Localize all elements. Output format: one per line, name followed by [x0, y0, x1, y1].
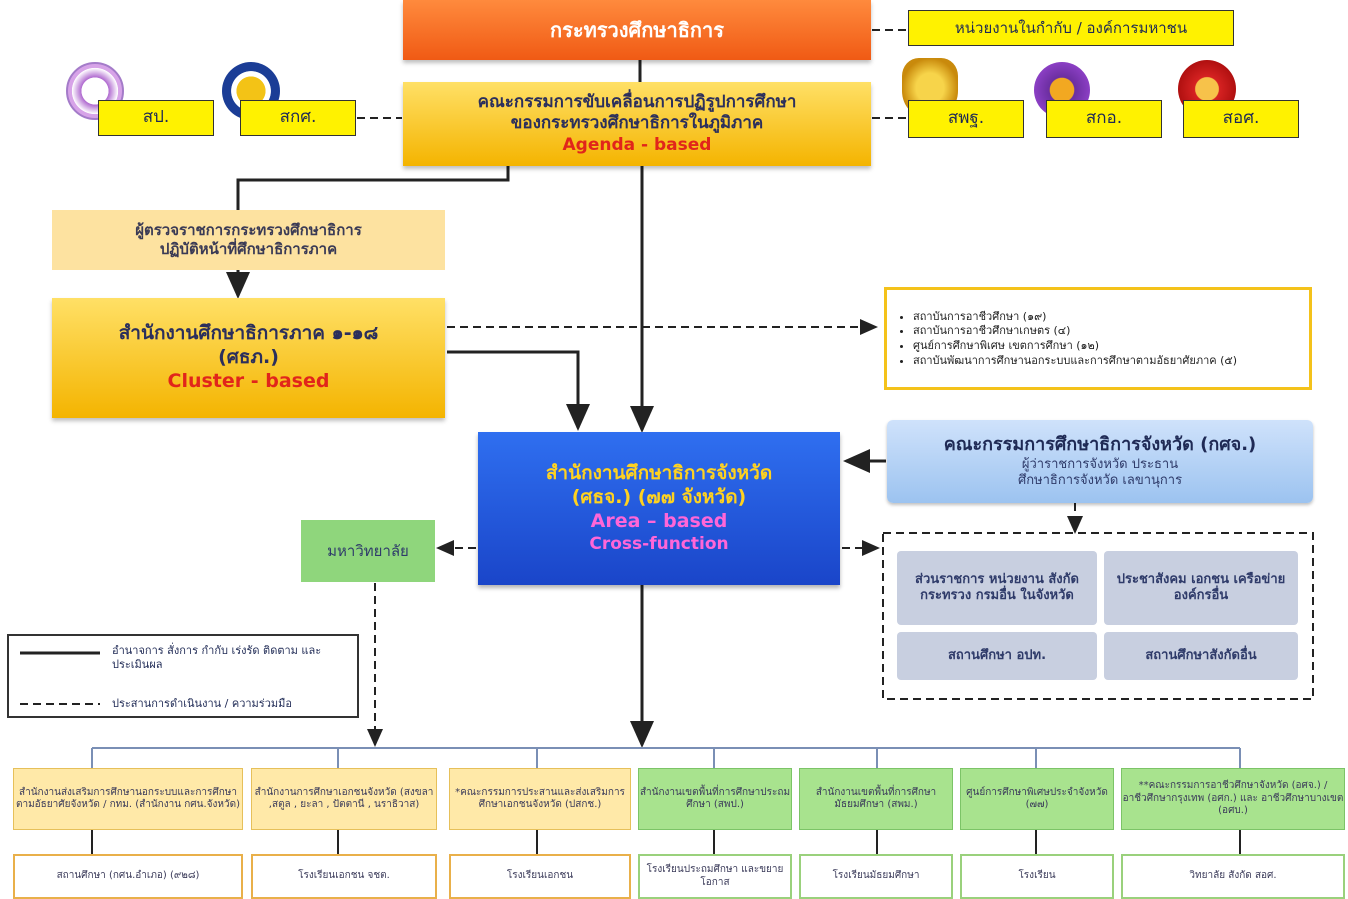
committee-box: คณะกรรมการขับเคลื่อนการปฏิรูปการศึกษา ขอ…	[403, 82, 871, 166]
institutes-box: สถาบันการอาชีวศึกษา (๑๙) สถาบันการอาชีวศ…	[884, 287, 1312, 390]
school-box: วิทยาลัย สังกัด สอศ.	[1121, 854, 1345, 899]
unit-box-special-ed: ศูนย์การศึกษาพิเศษประจำจังหวัด (๗๗)	[960, 768, 1114, 830]
committee-line1: คณะกรรมการขับเคลื่อนการปฏิรูปการศึกษา	[477, 92, 797, 113]
school-box: โรงเรียนมัธยมศึกษา	[799, 854, 953, 899]
school-box: โรงเรียน	[960, 854, 1114, 899]
unit-box-secondary: สำนักงานเขตพื้นที่การศึกษามัธยมศึกษา (สพ…	[799, 768, 953, 830]
university-box: มหาวิทยาลัย	[301, 520, 435, 582]
partner-box: ประชาสังคม เอกชน เครือข่าย องค์กรอื่น	[1104, 551, 1298, 625]
legend-dashed-label: ประสานการดำเนินงาน / ความร่วมมือ	[112, 697, 292, 711]
inspector-box: ผู้ตรวจราชการกระทรวงศึกษาธิการ ปฏิบัติหน…	[52, 210, 445, 270]
ministry-label: กระทรวงศึกษาธิการ	[549, 17, 725, 42]
right-tag-ohec: สกอ.	[1046, 100, 1162, 138]
provincial-office-box: สำนักงานศึกษาธิการจังหวัด (ศธจ.) (๗๗ จัง…	[478, 432, 840, 585]
committee-line2: ของกระทรวงศึกษาธิการในภูมิภาค	[510, 113, 764, 134]
partner-box: ส่วนราชการ หน่วยงาน สังกัดกระทรวง กรมอื่…	[897, 551, 1097, 625]
right-tag-obec: สพฐ.	[908, 100, 1024, 138]
unit-box-primary: สำนักงานเขตพื้นที่การศึกษาประถมศึกษา (สพ…	[638, 768, 792, 830]
left-tag-ops: สป.	[98, 100, 214, 136]
school-box: สถานศึกษา (กศน.อำเภอ) (๙๒๘)	[13, 854, 243, 899]
institute-item: สถาบันการอาชีวศึกษาเกษตร (๔)	[913, 324, 1237, 338]
school-box: โรงเรียนประถมศึกษา และขยายโอกาส	[638, 854, 792, 899]
right-tag-ovec: สอศ.	[1183, 100, 1299, 138]
unit-box-private-committee: *คณะกรรมการประสานและส่งเสริมการศึกษาเอกช…	[449, 768, 631, 830]
affiliated-label: หน่วยงานในกำกับ / องค์การมหาชน	[954, 18, 1188, 37]
legend-solid-label: อำนาจการ สั่งการ กำกับ เร่งรัด ติดตาม แล…	[112, 644, 322, 671]
regional-office-box: สำนักงานศึกษาธิการภาค ๑-๑๘ (ศธภ.) Cluste…	[52, 298, 445, 418]
institute-item: ศูนย์การศึกษาพิเศษ เขตการศึกษา (๑๒)	[913, 339, 1237, 353]
partner-box: สถานศึกษา อปท.	[897, 632, 1097, 680]
unit-box-vocational: **คณะกรรมการอาชีวศึกษาจังหวัด (อศจ.) / อ…	[1121, 768, 1345, 830]
unit-box-private-south: สำนักงานการศึกษาเอกชนจังหวัด (สงขลา ,สตู…	[251, 768, 437, 830]
province-committee-box: คณะกรรมการศึกษาธิการจังหวัด (กศจ.) ผู้ว่…	[887, 420, 1313, 503]
affiliated-box: หน่วยงานในกำกับ / องค์การมหาชน	[908, 10, 1234, 46]
unit-box-nfe: สำนักงานส่งเสริมการศึกษานอกระบบและการศึก…	[13, 768, 243, 830]
partner-box: สถานศึกษาสังกัดอื่น	[1104, 632, 1298, 680]
ministry-box: กระทรวงศึกษาธิการ	[403, 0, 871, 60]
left-tag-onec: สกศ.	[240, 100, 356, 136]
institute-item: สถาบันการอาชีวศึกษา (๑๙)	[913, 310, 1237, 324]
institute-item: สถาบันพัฒนาการศึกษานอกระบบและการศึกษาตาม…	[913, 354, 1237, 368]
regional-cluster: Cluster - based	[167, 369, 330, 392]
school-box: โรงเรียนเอกชน	[449, 854, 631, 899]
committee-agenda: Agenda - based	[562, 134, 712, 155]
school-box: โรงเรียนเอกชน จชต.	[251, 854, 437, 899]
